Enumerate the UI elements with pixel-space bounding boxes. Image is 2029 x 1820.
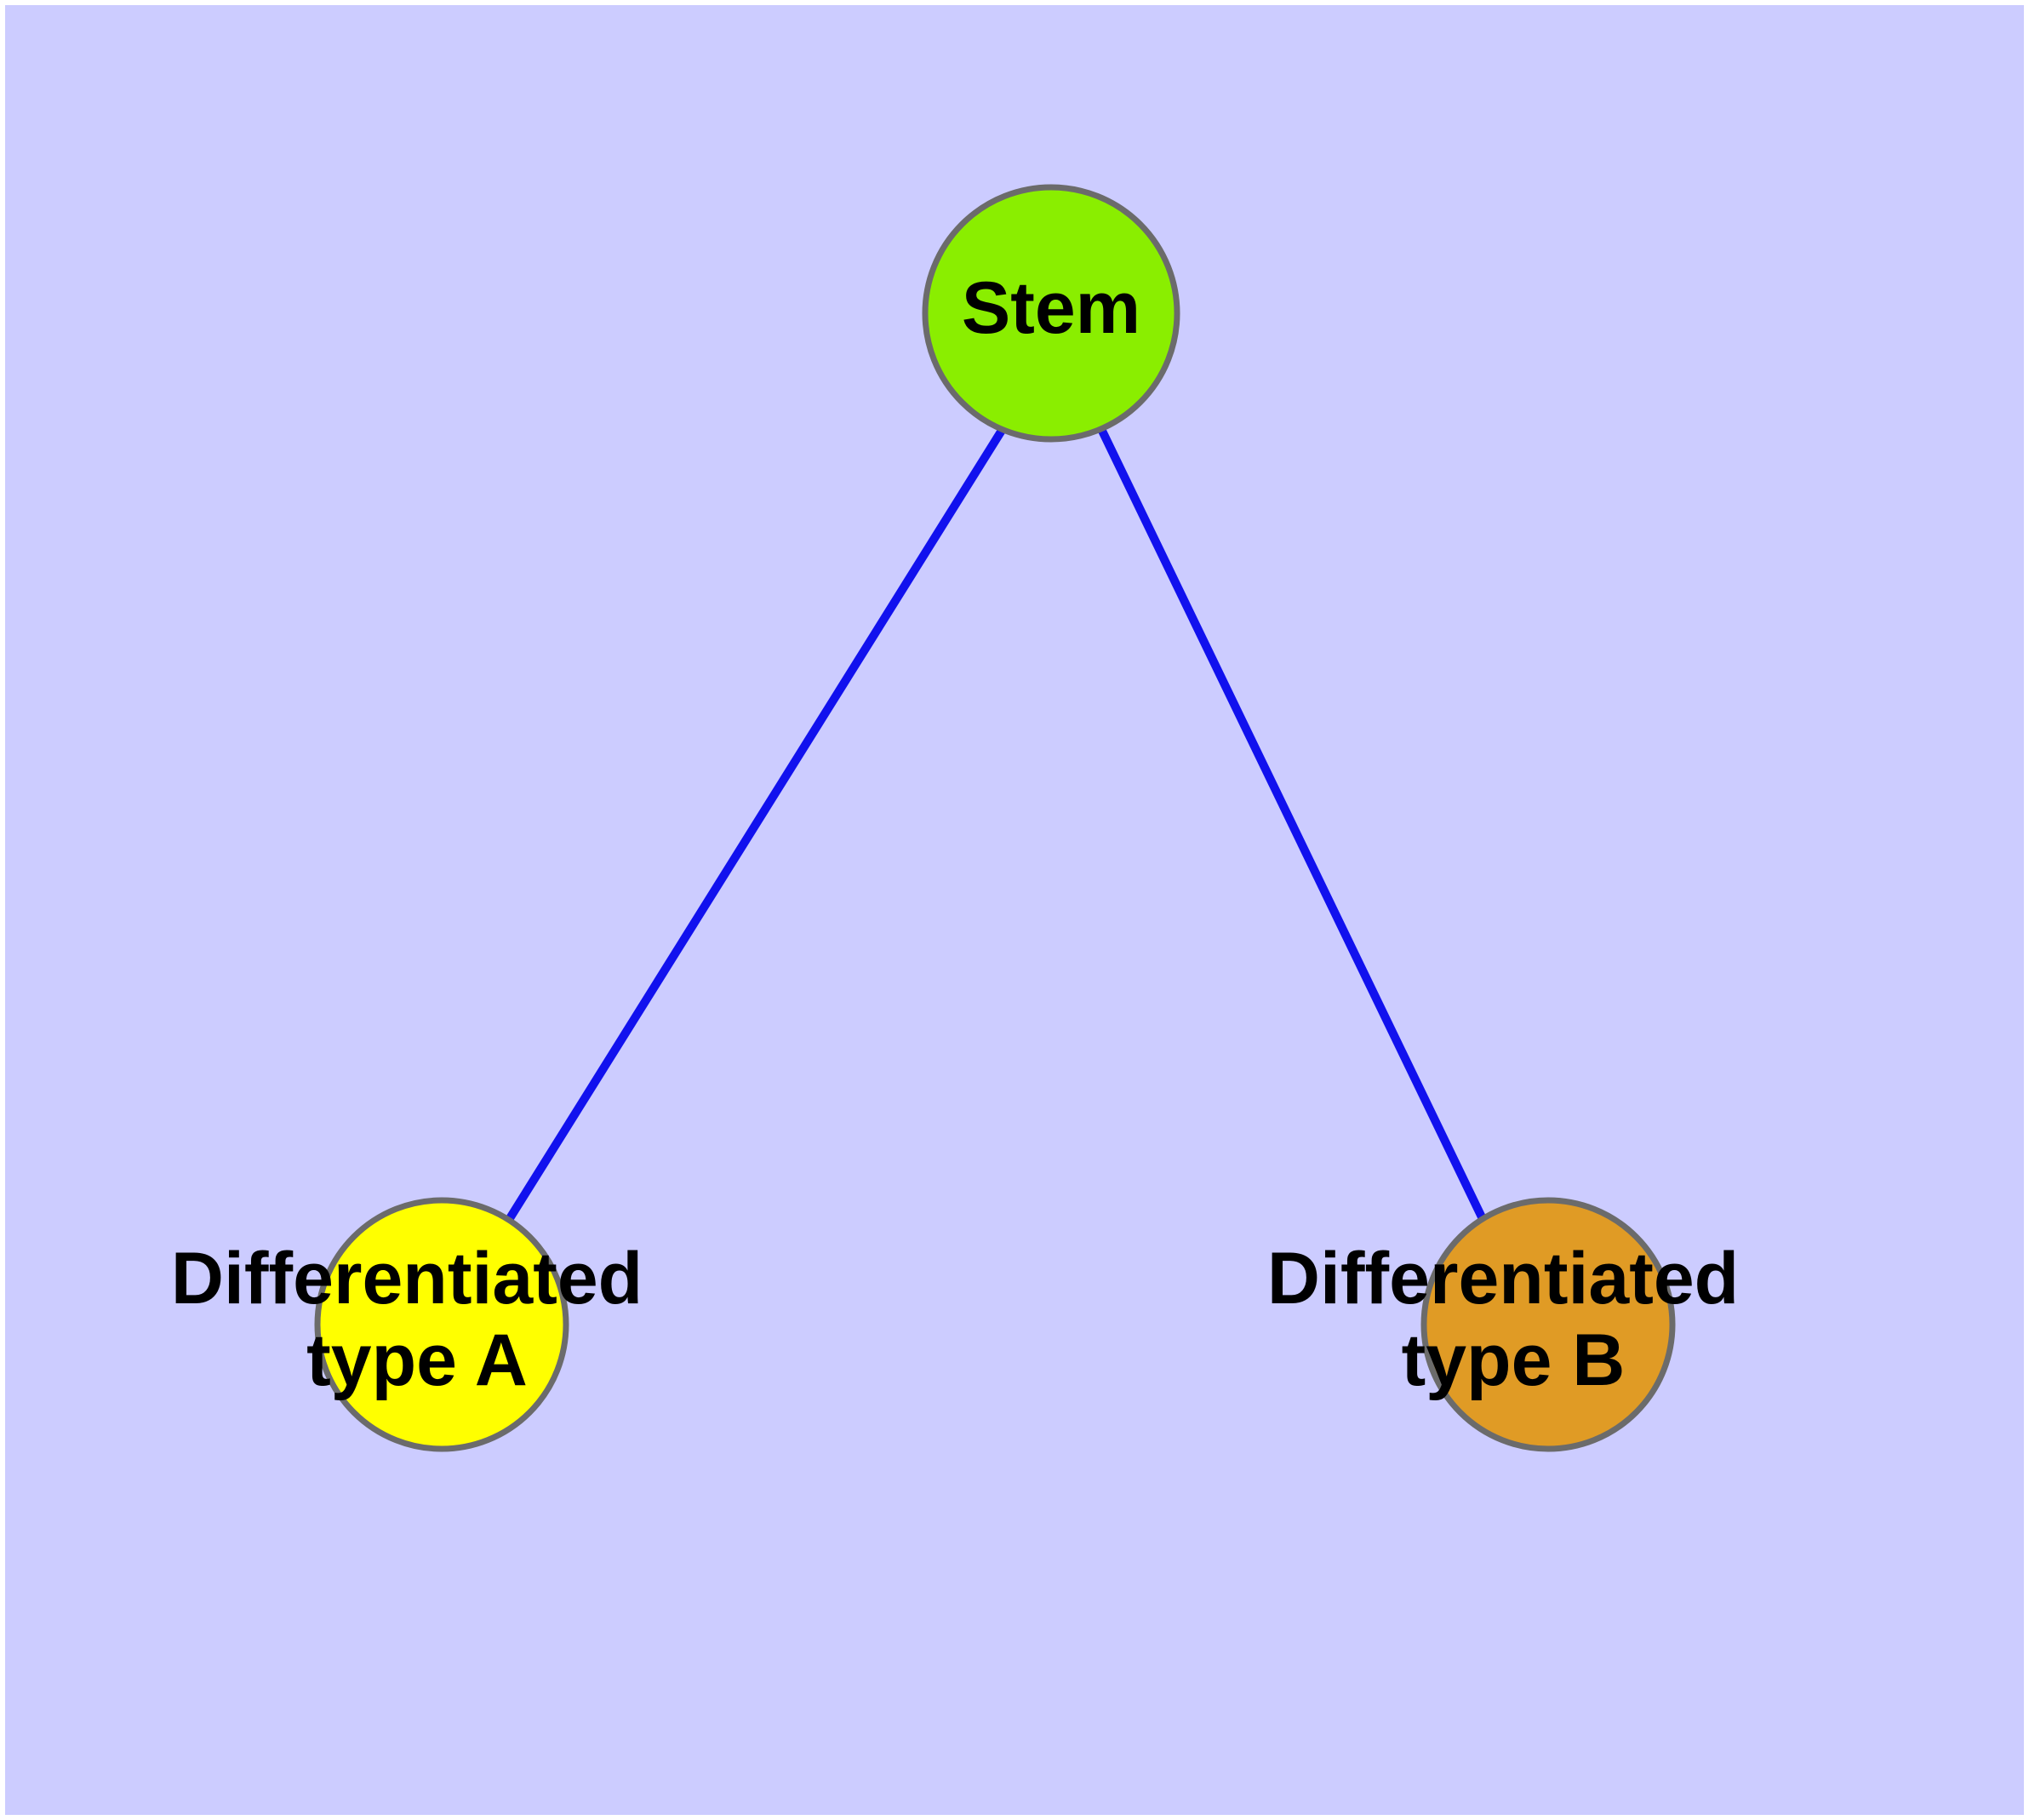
node-differentiated-type-a-circle[interactable] [314,1197,569,1452]
node-differentiated-type-a-label: Differentiated type A [171,1238,663,1401]
node-label-group: Stem Differentiated type A Differentiate… [171,267,1759,1401]
node-stem-label: Stem [962,267,1140,349]
cell-differentiation-graph: Stem Differentiated type A Differentiate… [171,184,1759,1452]
edge-stem-to-differentiated-type-b[interactable] [1097,426,1489,1225]
node-stem-circle[interactable] [922,184,1180,443]
diagram-plot-area: Stem Differentiated type A Differentiate… [5,5,2024,1815]
node-differentiated-type-b-circle[interactable] [1420,1197,1676,1452]
edge-group [503,426,1489,1225]
edge-stem-to-differentiated-type-a[interactable] [503,426,1007,1225]
node-group [314,184,1676,1452]
node-differentiated-type-b-label: Differentiated type B [1267,1238,1759,1401]
